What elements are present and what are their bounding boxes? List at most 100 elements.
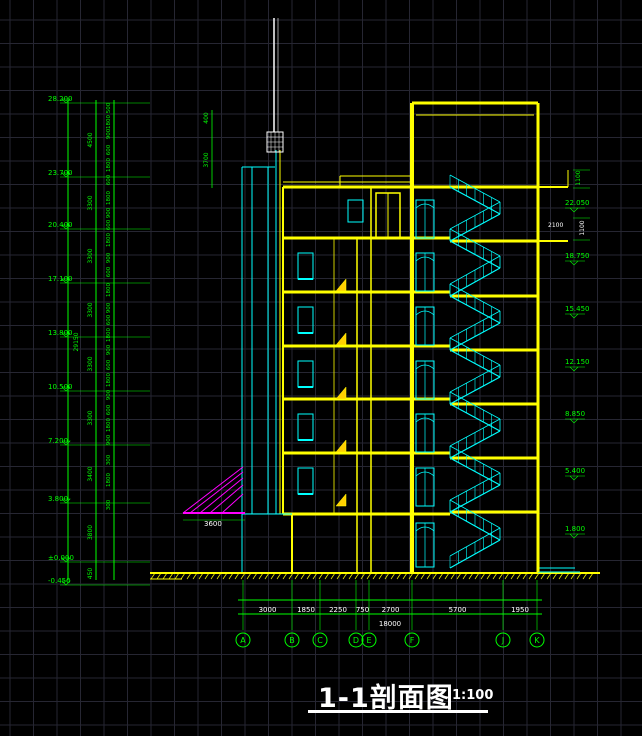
ground-hatch: [558, 572, 564, 580]
bottom-dim: 750: [356, 606, 369, 614]
ground-hatch: [576, 572, 582, 580]
canopy-dim: 3600: [204, 520, 222, 528]
ground-hatch: [468, 572, 474, 580]
dim-col2: 1800: [106, 191, 112, 205]
axis-label: F: [410, 636, 415, 645]
ground-hatch: [384, 572, 390, 580]
ground-hatch: [300, 572, 306, 580]
elevation-marker: [61, 440, 71, 446]
ground-hatch: [288, 572, 294, 580]
ground-hatch: [306, 572, 312, 580]
bottom-total: 18000: [379, 620, 401, 628]
ground-hatch: [420, 572, 426, 580]
door-arch: [415, 526, 435, 532]
dim-col2: 900: [106, 434, 112, 445]
ground-hatch: [540, 572, 546, 580]
ground-hatch: [330, 572, 336, 580]
bottom-dim: 3000: [259, 606, 277, 614]
axis-label: C: [317, 636, 323, 645]
ground-hatch: [522, 572, 528, 580]
right-dim: 1100: [575, 170, 582, 185]
dim-col2: 1800: [106, 373, 112, 387]
dim-col2: 900: [106, 207, 112, 218]
elevation-left: 13.800: [48, 329, 73, 337]
ground-hatch: [222, 572, 228, 580]
ground-hatch: [150, 572, 156, 580]
ground-hatch: [378, 572, 384, 580]
ground-hatch: [546, 572, 552, 580]
elevation-marker: [569, 366, 579, 372]
elevation-marker: [569, 207, 579, 213]
dim-col1: 3300: [87, 248, 94, 263]
window: [297, 360, 314, 388]
axis-bubble: [361, 632, 377, 648]
ground-hatch: [324, 572, 330, 580]
canopy-struts: [182, 466, 244, 514]
drawing-title: 1-1剖面图: [318, 683, 454, 714]
bottom-dim: 5700: [449, 606, 467, 614]
elevation-marker: [569, 533, 579, 539]
bottom-dim: 1950: [511, 606, 529, 614]
elevation-left: ±0.000: [48, 554, 74, 562]
dim-col2: 600: [106, 219, 112, 230]
ground-hatch: [192, 572, 198, 580]
axis-bubble: [495, 632, 511, 648]
ground-hatch: [408, 572, 414, 580]
dim-col2: 900: [106, 252, 112, 263]
door-arch: [415, 417, 435, 423]
door-arch: [415, 256, 435, 262]
elevation-left: 20.400: [48, 221, 73, 229]
ground-hatch: [426, 572, 432, 580]
elevation-marker: [569, 313, 579, 319]
title-underline: [308, 710, 488, 713]
ground-hatch: [270, 572, 276, 580]
ground-hatch: [360, 572, 366, 580]
ground-hatch: [570, 572, 576, 580]
elevation-right: 18.750: [565, 252, 590, 260]
ground-hatch: [354, 572, 360, 580]
ground-hatch: [282, 572, 288, 580]
ground-hatch: [336, 572, 342, 580]
ground-hatch: [198, 572, 204, 580]
right-dim: 2100: [548, 222, 563, 229]
door-arch: [415, 203, 435, 209]
ground-hatch: [210, 572, 216, 580]
elevation-left: 3.800: [48, 495, 68, 503]
ground-hatch: [174, 572, 180, 580]
dim-col1: 3800: [87, 525, 94, 540]
elevation-right: 8.850: [565, 410, 585, 418]
stair-fragment: [335, 439, 347, 453]
dim-col2: 900: [106, 344, 112, 355]
axis-label: E: [366, 636, 371, 645]
ground-hatch: [444, 572, 450, 580]
axis-bubble: [348, 632, 364, 648]
ground-hatch: [564, 572, 570, 580]
axis-bubble: [312, 632, 328, 648]
elevation-marker: [61, 386, 71, 392]
window: [297, 252, 314, 280]
ground-hatch: [156, 572, 162, 580]
ground-hatch: [162, 572, 168, 580]
ground-hatch: [480, 572, 486, 580]
axis-label: J: [501, 636, 504, 645]
ground-hatch: [414, 572, 420, 580]
dim-col2: 1800: [106, 283, 112, 297]
building-section: [60, 18, 600, 648]
elevation-left: -0.450: [48, 577, 71, 585]
dim-col2: 300: [106, 454, 112, 465]
elevation-right: 22.050: [565, 199, 590, 207]
elevation-left: 28.200: [48, 95, 73, 103]
elevation-marker: [61, 332, 71, 338]
ground-hatch: [432, 572, 438, 580]
stair-fragment: [335, 332, 347, 346]
window: [297, 306, 314, 334]
ground-hatch: [510, 572, 516, 580]
dim-col2: 600: [106, 404, 112, 415]
ground-hatch: [396, 572, 402, 580]
ground-hatch: [390, 572, 396, 580]
stair-fragment: [335, 386, 347, 400]
ground-hatch: [492, 572, 498, 580]
elevation-left: 17.100: [48, 275, 73, 283]
dim-col1: 3300: [87, 302, 94, 317]
